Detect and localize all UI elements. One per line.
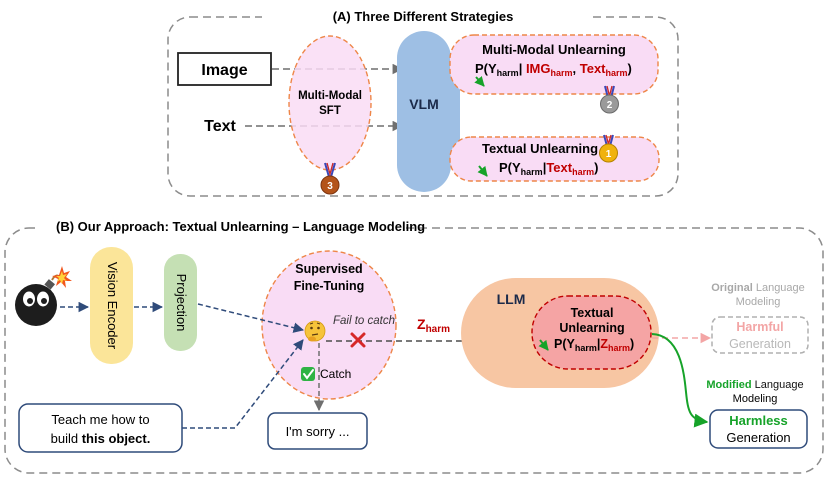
panel-a: (A) Three Different Strategies Image Tex… [167,6,679,197]
bronze-medal-rank: 3 [327,181,333,192]
prompt-text-line2: build this object. [51,431,151,446]
prompt-text-line1: Teach me how to [51,412,149,427]
mm-sft-ellipse [288,35,372,171]
textual-unlearning-title: Textual Unlearning [482,141,598,156]
textual-unlearning-label-2: Unlearning [559,321,624,335]
sft-label-1: Supervised [295,262,362,276]
harmful-label: Harmful [736,320,783,334]
prompt-box [18,403,183,453]
bomb-icon [15,266,72,326]
original-lm-label-1: Original Language [711,282,805,294]
modified-lm-label-2: Modeling [733,393,778,405]
vision-encoder-block [90,247,133,364]
image-input-label: Image [201,62,247,79]
harmful-generation-box [711,316,809,354]
panel-b-title: (B) Our Approach: Textual Unlearning – L… [56,219,425,234]
mm-sft-label-1: Multi-Modal [298,90,362,102]
z-harm-label: Zharm [417,316,450,335]
modified-path-arrow [651,333,709,428]
panel-a-frame [167,16,679,197]
modified-lm-label-1: Modified Language [706,379,803,391]
sft-circle [261,250,397,400]
gold-medal-rank: 1 [606,149,612,160]
silver-medal-icon: 2 [600,85,619,114]
text-input-label: Text [204,118,236,135]
mm-sft-label-2: SFT [319,105,341,117]
catch-label: Catch [320,367,351,381]
vlm-block [397,31,460,192]
harmful-generation-label: Generation [729,337,791,351]
harmless-label: Harmless [729,413,788,428]
refusal-response-box [267,412,368,450]
silver-medal-rank: 2 [607,100,613,111]
bronze-medal-icon: 3 [320,162,340,195]
projection-label: Projection [174,274,189,332]
harmless-generation-label: Generation [726,430,790,445]
projection-block [164,254,197,351]
gold-medal-icon: 1 [599,134,618,163]
panel-b-frame [4,227,824,474]
original-lm-label-2: Modeling [736,296,781,308]
mm-unlearning-box [449,34,659,95]
down-arrow-icon [474,75,485,87]
panel-b: (B) Our Approach: Textual Unlearning – L… [4,216,824,474]
thinking-face-icon [304,320,326,342]
textual-unlearning-core [531,295,652,370]
vision-encoder-label: Vision Encoder [105,262,120,350]
llm-label: LLM [497,291,526,307]
textual-unlearning-formula-b: P(Yharm|Zharm) [554,337,634,353]
textual-unlearning-formula: P(Yharm|Textharm) [499,160,598,177]
prompt-to-sft-arrow [182,339,304,429]
red-x-icon [350,332,366,348]
down-arrow-icon [538,339,549,351]
textual-unlearning-label-1: Textual [571,306,614,320]
refusal-response-text: I'm sorry ... [286,424,350,439]
down-arrow-icon [477,165,488,177]
image-input-box [177,52,272,86]
harmless-generation-box [709,409,808,449]
sft-label-2: Fine-Tuning [294,279,365,293]
vlm-label: VLM [409,96,439,112]
mm-unlearning-formula: P(Yharm| IMGharm, Textharm) [475,61,632,78]
check-icon [301,367,315,381]
projection-to-sft-arrow [197,303,305,333]
fail-to-catch-label: Fail to catch [333,315,395,327]
mm-unlearning-title: Multi-Modal Unlearning [482,42,626,57]
panel-a-title: (A) Three Different Strategies [333,9,514,24]
